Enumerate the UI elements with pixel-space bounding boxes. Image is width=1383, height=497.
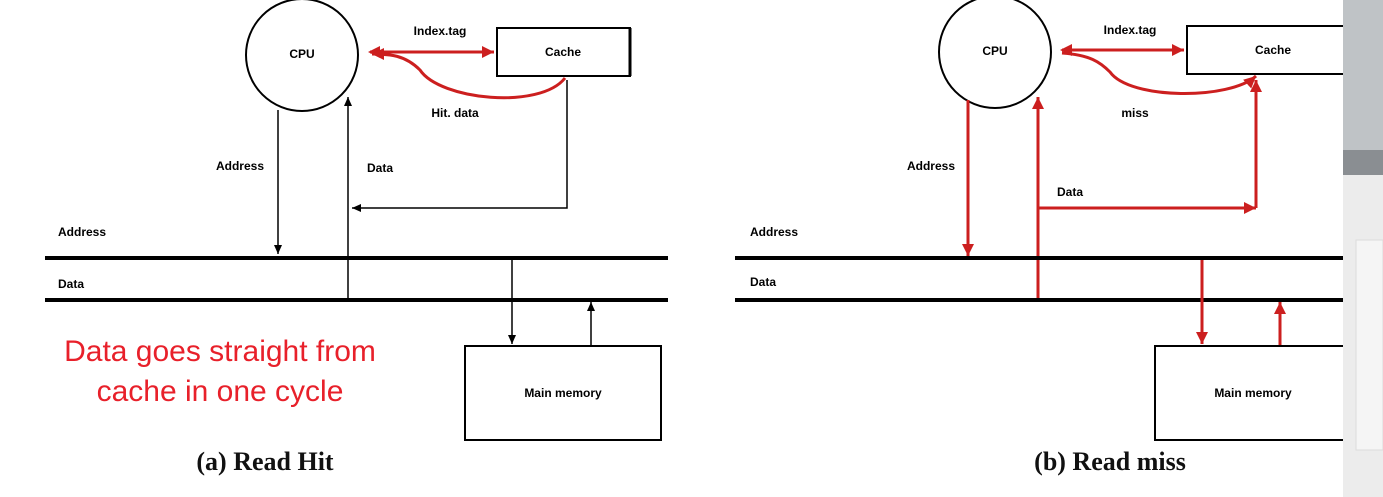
miss-cpu-node — [938, 0, 1052, 109]
miss-main-memory-label: Main memory — [1214, 386, 1292, 400]
miss-cache-label: Cache — [1255, 43, 1291, 57]
hit-cache-to-data-arrow — [352, 80, 568, 212]
hit-data-curve — [371, 48, 567, 100]
read-hit-panel: CPU Cache Index.tag Hit. data Address Da… — [45, 0, 668, 476]
hit-bus-data-label: Data — [58, 277, 84, 291]
hit-index-tag-label: Index.tag — [414, 24, 467, 38]
hit-main-memory-node — [464, 345, 662, 441]
hit-address-arrow-label: Address — [216, 159, 264, 173]
miss-data-arrow-label: Data — [1057, 185, 1083, 199]
hit-bus-address-label: Address — [58, 225, 106, 239]
miss-index-tag-label: Index.tag — [1104, 23, 1157, 37]
miss-cpu-label: CPU — [982, 44, 1007, 58]
miss-bus-data-label: Data — [750, 275, 776, 289]
hit-note-line2: cache in one cycle — [97, 375, 344, 408]
right-edge-image-strip — [1343, 0, 1383, 497]
hit-data-arrow-label: Data — [367, 161, 393, 175]
miss-curve — [1061, 51, 1258, 95]
read-miss-panel: CPU Cache Index.tag miss Address Data Ad… — [735, 0, 1360, 476]
hit-main-memory-label: Main memory — [524, 386, 602, 400]
hit-cache-label: Cache — [545, 45, 581, 59]
hit-note-line1: Data goes straight from — [64, 335, 376, 368]
miss-caption: (b) Read miss — [1034, 447, 1186, 476]
hit-caption: (a) Read Hit — [196, 447, 334, 476]
hit-cpu-label: CPU — [289, 47, 314, 61]
hit-cpu-node — [245, 0, 359, 112]
miss-bus-address-label: Address — [750, 225, 798, 239]
hit-data-label: Hit. data — [431, 106, 479, 120]
miss-address-arrow-label: Address — [907, 159, 955, 173]
miss-label: miss — [1121, 106, 1149, 120]
